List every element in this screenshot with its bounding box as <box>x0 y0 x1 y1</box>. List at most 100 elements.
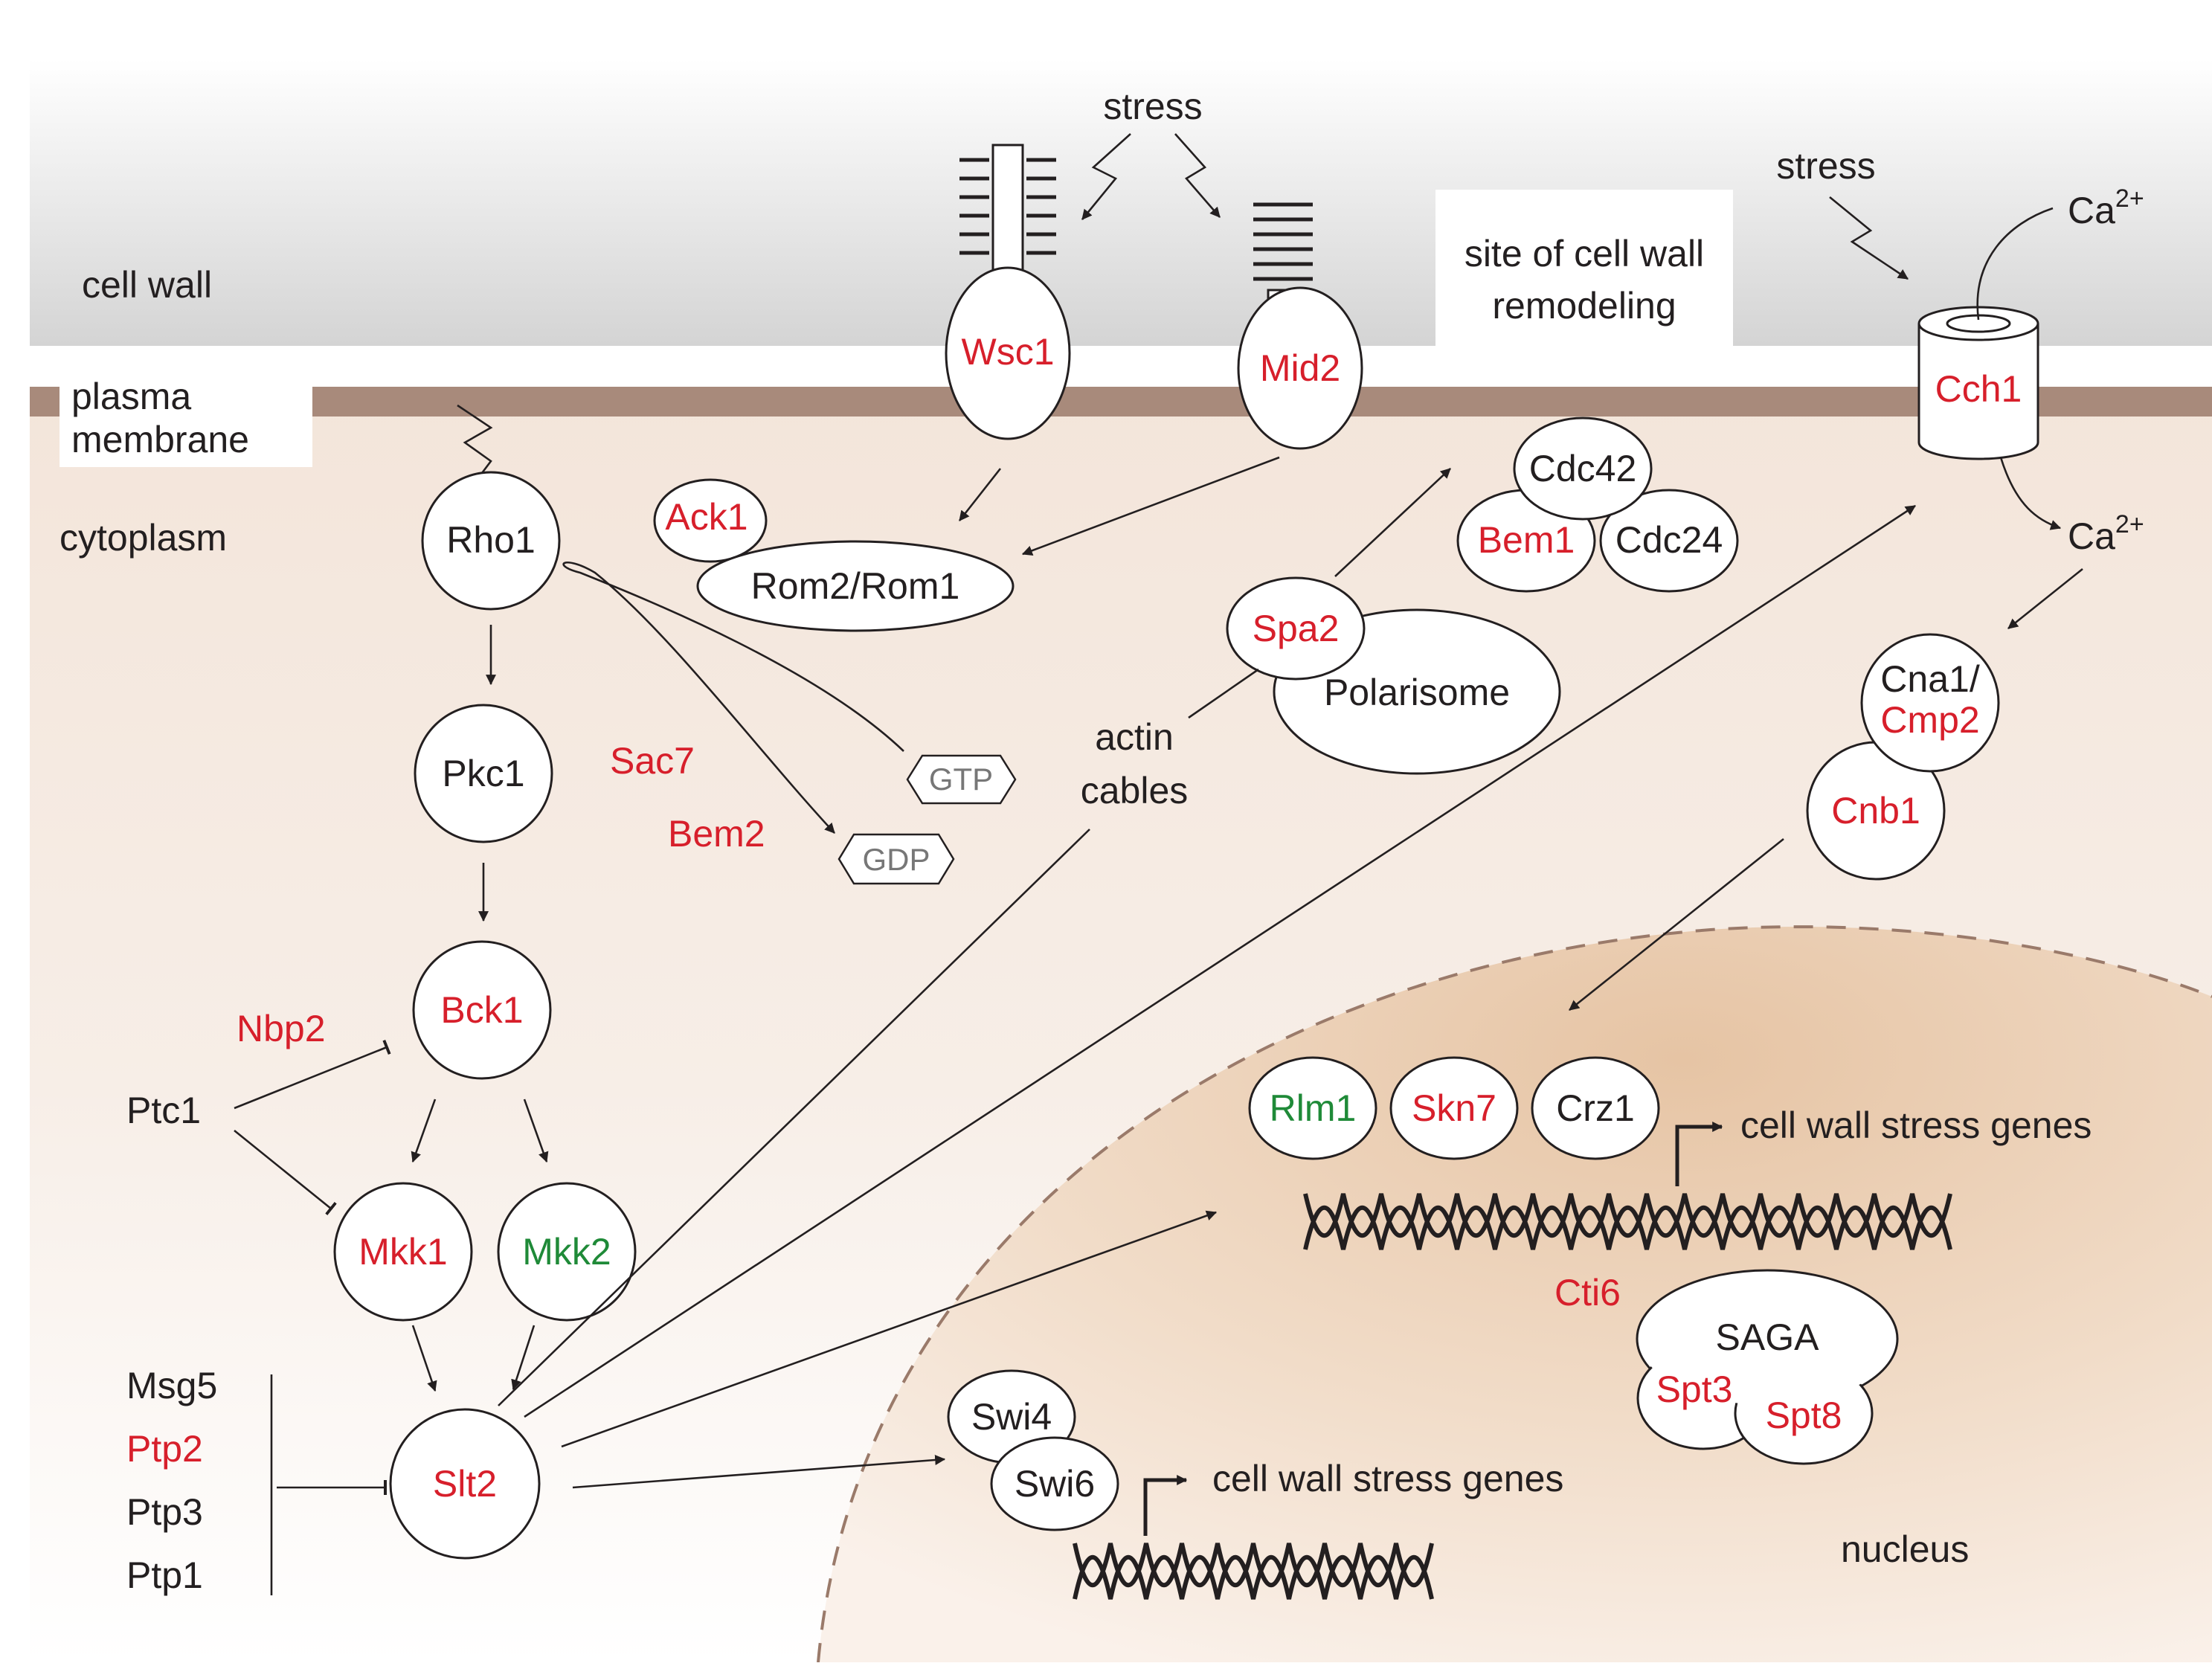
stress-arrow-wsc1 <box>1081 133 1131 220</box>
rho1-label: Rho1 <box>446 519 536 561</box>
ack1-label: Ack1 <box>665 496 747 538</box>
spt3-label: Spt3 <box>1656 1368 1733 1410</box>
mkk1-node: Mkk1 <box>333 1182 473 1322</box>
arrow-mid2-rom2 <box>1021 456 1280 556</box>
saga-complex: SAGA Spt3 Spt8 <box>1636 1269 1899 1465</box>
remodeling-site-box <box>1435 190 1733 346</box>
membrane-label-box <box>60 387 312 467</box>
mkk1-label: Mkk1 <box>359 1231 447 1273</box>
gtp-label: GTP <box>929 762 993 797</box>
spa2-node: Spa2 <box>1226 576 1366 681</box>
cdc24-label: Cdc24 <box>1615 519 1723 561</box>
arrow-slt2-swi4 <box>572 1454 946 1489</box>
cell-wall-label: cell wall <box>82 264 212 306</box>
arrow-polarisome-cdc42 <box>1334 468 1451 577</box>
polarisome-label: Polarisome <box>1324 672 1510 713</box>
arrow-slt2-nuclear-factors <box>561 1210 1218 1448</box>
cnb1-label: Cnb1 <box>1831 790 1920 832</box>
cch1-channel: Cch1 <box>1917 306 2039 460</box>
arrow-calcineurin-crz1 <box>1569 837 1784 1012</box>
skn7-label: Skn7 <box>1412 1087 1496 1129</box>
ca-entry-line <box>1976 207 2054 321</box>
actin-to-polarisome <box>1188 668 1259 719</box>
ptc1-inhibits-bck1 <box>234 1039 391 1110</box>
arrow-mkk1-slt2 <box>411 1325 437 1392</box>
arrow-slt2-cch1 <box>524 504 1916 1418</box>
pkc1-label: Pkc1 <box>442 753 524 794</box>
wsc1-label: Wsc1 <box>962 331 1055 373</box>
slt2-to-actin <box>498 829 1090 1406</box>
cch1-label: Cch1 <box>1935 368 2022 410</box>
nucleus-label: nucleus <box>1841 1528 1969 1570</box>
rlm1-label: Rlm1 <box>1270 1087 1357 1129</box>
plasma-membrane-label-2: membrane <box>71 419 249 460</box>
cna1-label: Cna1/ <box>1880 658 1980 700</box>
crz1-label: Crz1 <box>1556 1087 1635 1129</box>
mid2-sensor: Mid2 <box>1237 202 1363 450</box>
arrow-mkk2-slt2 <box>511 1325 536 1391</box>
rho1-lipid-anchor <box>457 404 493 477</box>
bck1-label: Bck1 <box>440 989 523 1031</box>
stress-label-right: stress <box>1776 145 1875 187</box>
bck1-node: Bck1 <box>412 940 552 1080</box>
cna1-cmp2-node: Cna1/ Cmp2 <box>1860 633 2000 773</box>
remodeling-label-2: remodeling <box>1492 285 1676 327</box>
slt2-label: Slt2 <box>433 1463 497 1505</box>
nbp2-label: Nbp2 <box>237 1008 326 1049</box>
dna-helix-upper <box>1303 1193 1952 1250</box>
gtp-hydrolysis-loop <box>562 562 904 834</box>
wsc1-sensor: Wsc1 <box>945 144 1071 440</box>
cdc42-complex: Bem1 Cdc24 Cdc42 <box>1456 416 1739 593</box>
mkk2-label: Mkk2 <box>522 1231 611 1273</box>
bem2-label: Bem2 <box>668 813 765 855</box>
arrow-wsc1-rom2 <box>958 468 1002 521</box>
tss-arrow-lower <box>1143 1475 1188 1536</box>
ca-bottom-label: Ca2+ <box>2068 510 2144 557</box>
ack1-node: Ack1 <box>653 478 768 563</box>
ptp3-label: Ptp3 <box>126 1491 203 1533</box>
dna-helix-lower <box>1073 1543 1434 1600</box>
rho1-node: Rho1 <box>421 471 561 611</box>
ca-release-arrow <box>1999 457 2062 530</box>
tss-arrow-upper <box>1675 1122 1723 1186</box>
cmp2-label: Cmp2 <box>1880 699 1979 741</box>
spt8-label: Spt8 <box>1766 1395 1842 1436</box>
arrow-ca-calcineurin <box>2007 567 2083 630</box>
rom2-rom1-node: Rom2/Rom1 <box>696 540 1015 632</box>
ptp2-label: Ptp2 <box>126 1428 203 1470</box>
stress-label-left: stress <box>1103 86 1202 127</box>
saga-label: SAGA <box>1716 1316 1820 1358</box>
actin-label-1: actin <box>1095 716 1174 758</box>
swi6-node: Swi6 <box>990 1436 1119 1531</box>
arrow-bck1-mkk2 <box>523 1099 549 1163</box>
pkc1-node: Pkc1 <box>414 704 553 843</box>
sac7-label: Sac7 <box>610 740 695 782</box>
skn7-node: Skn7 <box>1389 1056 1519 1160</box>
gdp-label: GDP <box>862 842 930 877</box>
wsc1-glyco-bristles <box>959 158 1056 255</box>
rlm1-node: Rlm1 <box>1248 1056 1377 1160</box>
cdc42-label: Cdc42 <box>1529 448 1637 489</box>
rom2-rom1-label: Rom2/Rom1 <box>751 565 960 607</box>
msg5-label: Msg5 <box>126 1365 217 1406</box>
stress-arrow-mid2 <box>1174 133 1221 218</box>
remodeling-label-1: site of cell wall <box>1465 233 1704 274</box>
gtp-hexagon: GTP <box>906 754 1017 805</box>
mid2-glyco-bristles <box>1253 202 1313 281</box>
cytoplasm-label: cytoplasm <box>60 517 227 559</box>
ptc1-label: Ptc1 <box>126 1090 201 1131</box>
mkk2-node: Mkk2 <box>497 1182 637 1322</box>
slt2-node: Slt2 <box>389 1408 541 1560</box>
ptp1-label: Ptp1 <box>126 1554 203 1596</box>
spa2-label: Spa2 <box>1253 608 1340 649</box>
cell-wall-region <box>30 60 2212 346</box>
ptc1-inhibits-mkk1 <box>234 1129 337 1216</box>
arrow-bck1-mkk1 <box>411 1099 437 1163</box>
nuclear-envelope <box>817 925 2212 1663</box>
cti6-label: Cti6 <box>1554 1272 1621 1313</box>
bem1-label: Bem1 <box>1478 519 1575 561</box>
gdp-hexagon: GDP <box>837 833 955 885</box>
swi4-label: Swi4 <box>971 1396 1052 1438</box>
